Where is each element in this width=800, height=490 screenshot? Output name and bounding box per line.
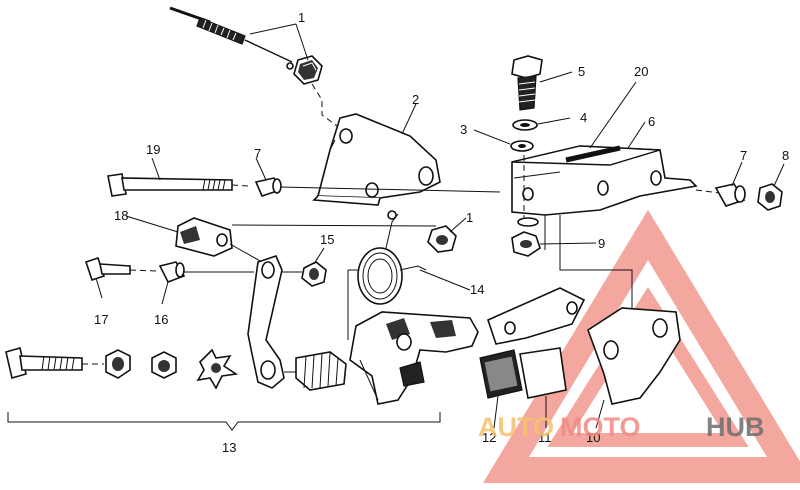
part-13-star-washer bbox=[196, 348, 239, 390]
part-1-cable bbox=[169, 6, 294, 70]
part-8-nut bbox=[757, 183, 783, 211]
part-7-spacer-right bbox=[695, 183, 746, 207]
watermark-word-auto: AUTO bbox=[478, 412, 554, 442]
label-2: 2 bbox=[412, 92, 419, 107]
label-3: 3 bbox=[460, 122, 467, 137]
watermark-word-moto: MOTO bbox=[560, 412, 641, 442]
label-5: 5 bbox=[578, 64, 585, 79]
label-17: 17 bbox=[94, 312, 108, 327]
label-19: 19 bbox=[146, 142, 160, 157]
part-19-bolt bbox=[107, 173, 249, 197]
label-1-top: 1 bbox=[298, 10, 305, 25]
part-4-lock-washer bbox=[512, 119, 538, 131]
part-14-spring bbox=[357, 210, 427, 305]
part-18-clip bbox=[175, 217, 437, 263]
part-1-nut-top bbox=[293, 55, 323, 85]
part-2-bracket bbox=[312, 113, 441, 206]
label-18: 18 bbox=[114, 208, 128, 223]
actuator-body bbox=[349, 311, 479, 405]
part-7-spacer-left bbox=[254, 177, 501, 197]
part-16-spacer bbox=[158, 261, 254, 284]
label-13: 13 bbox=[222, 440, 236, 455]
part-15-nut bbox=[282, 261, 327, 287]
assembly-line bbox=[311, 83, 341, 129]
part-11-backing-plate bbox=[519, 347, 567, 399]
label-7-right: 7 bbox=[740, 148, 747, 163]
label-12: 12 bbox=[482, 430, 496, 445]
part-10-housing bbox=[587, 307, 681, 405]
part-3-washer bbox=[510, 140, 534, 152]
leader-lines bbox=[95, 23, 785, 429]
callout-labels: 1 2 3 4 5 6 7 7 8 9 10 11 12 13 14 15 16… bbox=[94, 10, 789, 455]
part-17-bolt bbox=[84, 256, 157, 282]
watermark-text: AUTO MOTO HUB bbox=[478, 412, 765, 442]
brace-13 bbox=[7, 412, 441, 431]
label-15: 15 bbox=[320, 232, 334, 247]
part-5-bolt bbox=[511, 55, 543, 111]
label-14: 14 bbox=[470, 282, 484, 297]
lever-arm bbox=[247, 255, 285, 389]
part-13-nut-b bbox=[151, 351, 177, 379]
cam-plate bbox=[487, 287, 586, 345]
label-10: 10 bbox=[586, 430, 600, 445]
part-12-friction-pad bbox=[479, 349, 523, 399]
part-6-pivot-bracket bbox=[511, 145, 698, 216]
watermark-word-hub: HUB bbox=[706, 412, 765, 442]
part-13-nut-a bbox=[105, 349, 131, 379]
label-20: 20 bbox=[634, 64, 648, 79]
label-6: 6 bbox=[648, 114, 655, 129]
part-13-worm-gear bbox=[284, 351, 347, 391]
label-11: 11 bbox=[538, 430, 552, 445]
part-9-nut bbox=[511, 217, 541, 257]
label-1-mid: 1 bbox=[466, 210, 473, 225]
label-8: 8 bbox=[782, 148, 789, 163]
part-1-nut-mid bbox=[427, 225, 457, 253]
part-13-shaft-bolt bbox=[5, 346, 104, 380]
label-7-left: 7 bbox=[254, 146, 261, 161]
label-16: 16 bbox=[154, 312, 168, 327]
label-9: 9 bbox=[598, 236, 605, 251]
label-4: 4 bbox=[580, 110, 587, 125]
